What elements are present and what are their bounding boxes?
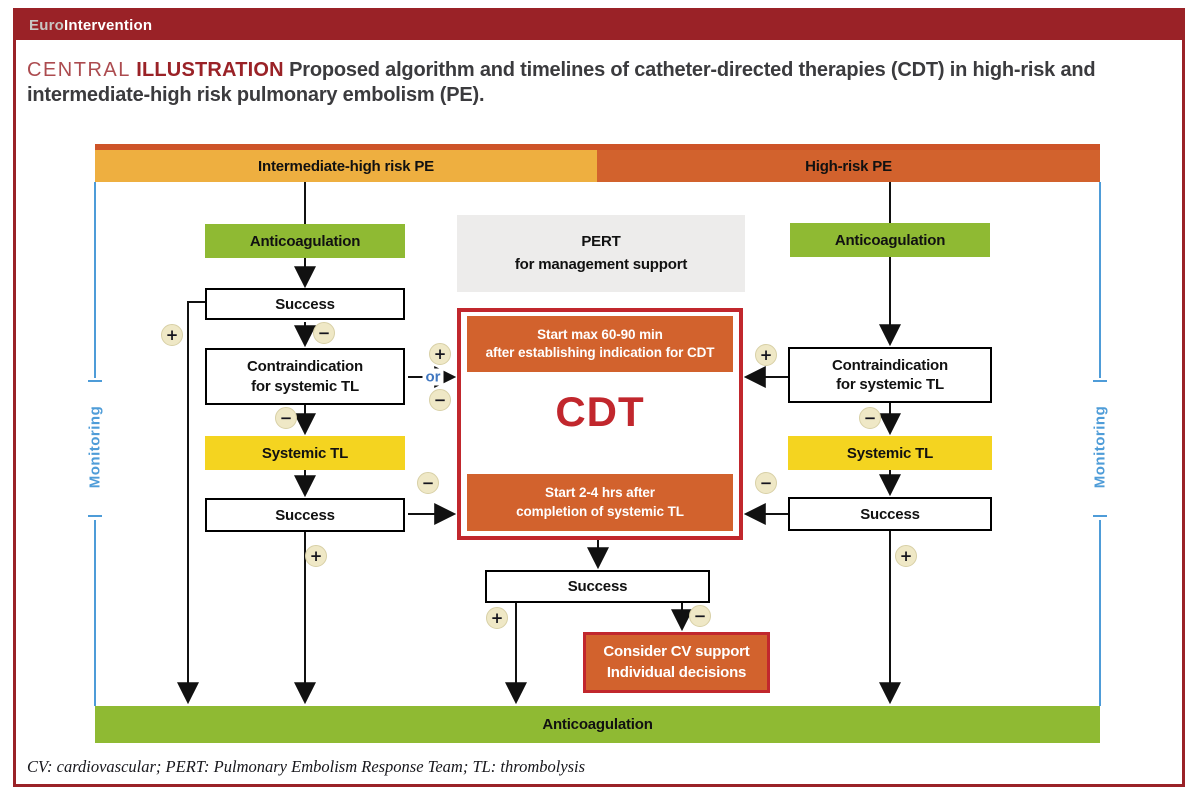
plus-badge: + (755, 344, 777, 366)
center-success-box: Success (485, 570, 710, 603)
left-success-box-2: Success (205, 498, 405, 532)
minus-badge: − (429, 389, 451, 411)
title-text-line2: intermediate-high risk pulmonary embolis… (27, 84, 485, 106)
minus-badge: − (859, 407, 881, 429)
figure-title: CENTRAL ILLUSTRATION Proposed algorithm … (27, 58, 1147, 108)
minus-badge: − (755, 472, 777, 494)
cdt-timing-top-box: Start max 60-90 min after establishing i… (467, 316, 733, 372)
or-connector-label: or (422, 368, 444, 386)
intermediate-high-risk-bar: Intermediate-high risk PE (95, 150, 597, 182)
title-kicker-illustration: ILLUSTRATION (136, 59, 284, 81)
plus-badge: + (305, 545, 327, 567)
cdt-timing-bottom-box: Start 2-4 hrs after completion of system… (467, 474, 733, 531)
minus-badge: − (689, 605, 711, 627)
left-anticoagulation-box: Anticoagulation (205, 224, 405, 258)
monitoring-label-right: Monitoring (1091, 405, 1109, 489)
left-success-box-1: Success (205, 288, 405, 320)
left-contraindication-box: Contraindication for systemic TL (205, 348, 405, 405)
right-contraindication-box: Contraindication for systemic TL (788, 347, 992, 403)
left-systemic-tl-box: Systemic TL (205, 436, 405, 470)
pert-box: PERT for management support (457, 215, 745, 292)
title-kicker-central: CENTRAL (27, 59, 131, 81)
minus-badge: − (417, 472, 439, 494)
monitoring-label-left: Monitoring (86, 405, 104, 489)
high-risk-bar: High-risk PE (597, 150, 1100, 182)
bottom-anticoagulation-bar: Anticoagulation (95, 706, 1100, 743)
plus-badge: + (486, 607, 508, 629)
right-success-box: Success (788, 497, 992, 531)
plus-badge: + (429, 343, 451, 365)
journal-name-suffix: Intervention (63, 16, 153, 34)
plus-badge: + (161, 324, 183, 346)
title-text-line1: Proposed algorithm and timelines of cath… (289, 59, 1096, 81)
minus-badge: − (313, 322, 335, 344)
abbreviations-footnote: CV: cardiovascular; PERT: Pulmonary Embo… (27, 757, 586, 776)
plus-badge: + (895, 545, 917, 567)
right-systemic-tl-box: Systemic TL (788, 436, 992, 470)
risk-bar-top-edge (95, 144, 1100, 150)
cdt-label: CDT (555, 388, 645, 435)
minus-badge: − (275, 407, 297, 429)
journal-name-prefix: Euro (29, 16, 64, 34)
cv-support-box: Consider CV support Individual decisions (583, 632, 770, 693)
right-anticoagulation-box: Anticoagulation (790, 223, 990, 257)
